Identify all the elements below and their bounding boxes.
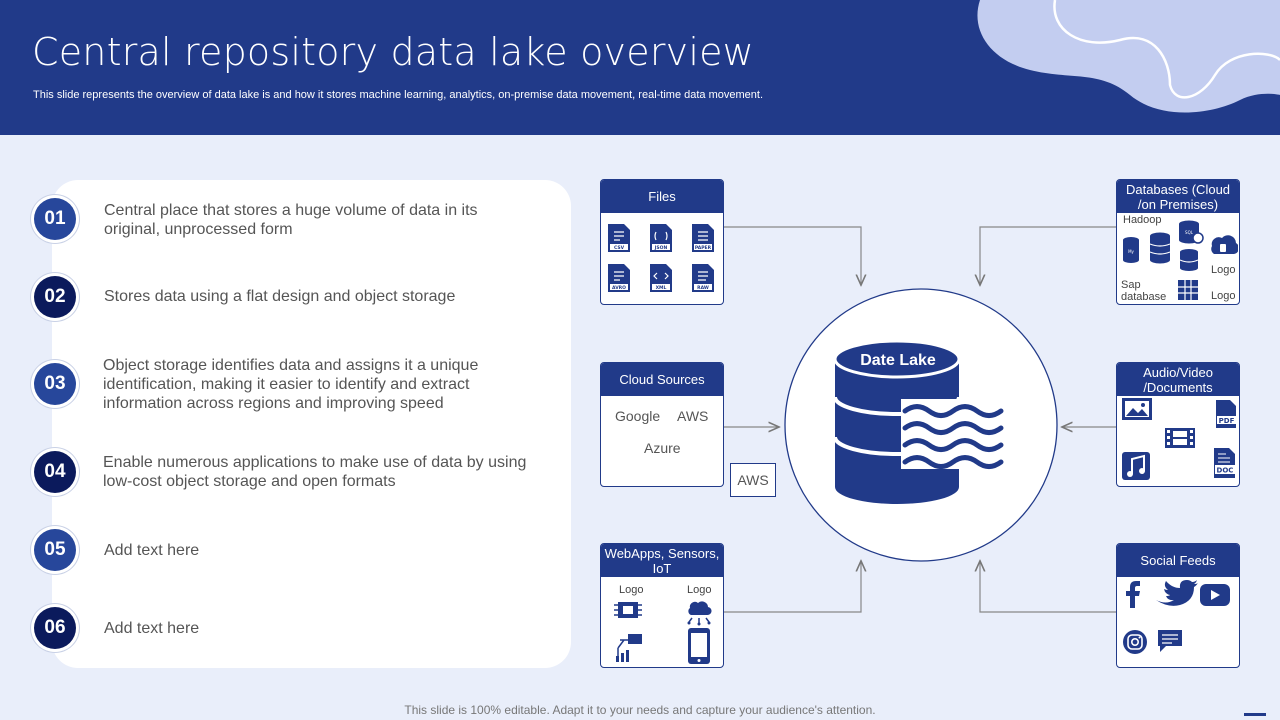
chip-icon: [614, 602, 642, 618]
file-type-label: CSV: [614, 245, 625, 251]
item-number: 04: [34, 451, 76, 493]
svg-text:DOC: DOC: [1217, 467, 1234, 475]
cloud-sources-box: Cloud Sources: [600, 362, 724, 487]
item-text: Add text here: [104, 542, 200, 559]
list-item: 03 Object storage identifies data and as…: [34, 357, 554, 412]
footer-accent-bar: [1244, 713, 1266, 716]
social-feeds-title: Social Feeds: [1117, 544, 1239, 577]
item-text: Enable numerous applications to make use…: [103, 454, 527, 490]
list-item: 02 Stores data using a flat design and o…: [34, 276, 554, 318]
list-item: 01 Central place that stores a huge volu…: [34, 198, 554, 240]
left-panel: [52, 180, 571, 668]
smartphone-icon: [688, 628, 710, 664]
cloud-iot-icon: [687, 601, 712, 626]
chat-icon: [1158, 630, 1182, 652]
file-type-label: AVRO: [612, 285, 626, 291]
decorative-wave-shape: [977, 0, 1280, 113]
data-lake-label: Date Lake: [860, 352, 936, 369]
list-item: 05 Add text here: [34, 529, 554, 571]
social-icons: [1123, 580, 1230, 654]
audio-video-documents-title: Audio/Video /Documents: [1117, 363, 1239, 396]
data-lake-diagram: [784, 288, 1058, 562]
network-icon: [616, 634, 642, 662]
files-title: Files: [601, 180, 723, 213]
footer-note: This slide is 100% editable. Adapt it to…: [404, 703, 876, 717]
item-number: 02: [34, 276, 76, 318]
header-banner: Central repository data lake overview Th…: [0, 0, 1280, 135]
youtube-icon: [1200, 584, 1230, 606]
webapps-logo-label: Logo: [687, 584, 712, 596]
item-number: 01: [34, 198, 76, 240]
database-icons: My SQL: [1123, 220, 1238, 300]
item-text: Stores data using a flat design and obje…: [104, 288, 456, 305]
doc-icon: DOC: [1214, 448, 1235, 478]
item-number: 03: [34, 363, 76, 405]
facebook-icon: [1126, 581, 1140, 608]
file-type-label: JSON: [654, 245, 668, 251]
pdf-icon: PDF: [1216, 400, 1236, 428]
file-icons: CSV JSON PAPER AVRO XML RAW: [608, 224, 714, 292]
webapps-title: WebApps, Sensors, IoT: [601, 544, 723, 577]
twitter-icon: [1156, 580, 1198, 606]
databases-title: Databases (Cloud /on Premises): [1117, 180, 1239, 213]
list-item: 04 Enable numerous applications to make …: [34, 451, 554, 493]
item-text: Central place that stores a huge volume …: [104, 202, 478, 238]
page-subtitle: This slide represents the overview of da…: [33, 89, 764, 101]
file-type-label: RAW: [697, 285, 709, 291]
file-type-label: XML: [656, 285, 667, 291]
item-text: Object storage identifies data and assig…: [103, 357, 479, 412]
webapps-logo-label: Logo: [619, 584, 644, 596]
google-label: Google: [615, 408, 661, 424]
item-number: 05: [34, 529, 76, 571]
hadoop-label: Hadoop: [1123, 214, 1162, 226]
music-icon: [1122, 452, 1150, 480]
iot-icons: [614, 601, 712, 664]
item-text: Add text here: [104, 620, 200, 637]
db-logo-label: Logo: [1211, 264, 1236, 276]
page-title: Central repository data lake overview: [32, 30, 754, 74]
video-film-icon: [1165, 428, 1195, 448]
list-item: 06 Add text here: [34, 607, 554, 649]
instagram-icon: [1123, 630, 1147, 654]
media-icons: PDF DOC: [1122, 398, 1236, 480]
azure-label: Azure: [644, 440, 681, 456]
svg-text:PDF: PDF: [1219, 417, 1235, 425]
file-type-label: PAPER: [695, 245, 712, 251]
cloud-sources-title: Cloud Sources: [601, 363, 723, 396]
db-logo-label: Logo: [1211, 290, 1236, 302]
sql-label: SQL: [1185, 230, 1194, 235]
aws-box: AWS: [730, 463, 776, 497]
sap-database-label: Sap database: [1121, 279, 1167, 303]
aws-label: AWS: [677, 408, 709, 424]
mysql-label: My: [1128, 249, 1134, 254]
item-number: 06: [34, 607, 76, 649]
image-icon: [1122, 398, 1152, 420]
